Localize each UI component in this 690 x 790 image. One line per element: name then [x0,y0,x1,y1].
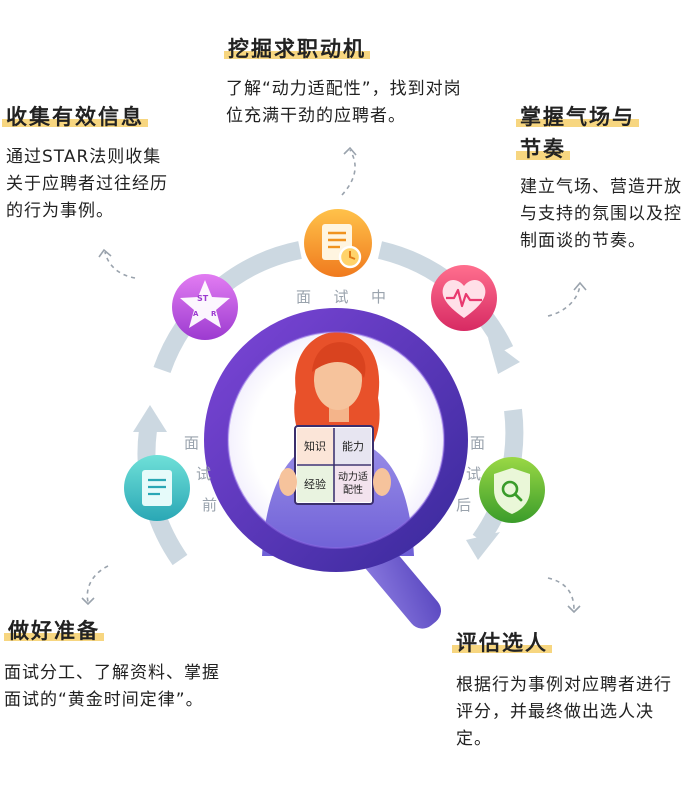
ring-arrowheads [133,338,520,560]
prepare-desc: 面试分工、了解资料、掌握面试的“黄金时间定律”。 [4,663,220,710]
quadrant-card [294,425,374,505]
star-letter-a: A [193,310,199,318]
stage-before-label: 面 试 前 [184,434,218,514]
select-desc: 根据行为事例对应聘者进行评分，并最终做出选人决定。 [456,675,672,749]
arrow-left-up [133,405,167,432]
quadrant-ability: 能力 [342,439,364,453]
motivation-title: 挖掘求职动机 [224,36,370,62]
search-shield-icon [479,457,545,523]
connector-bottom-right [547,577,575,611]
dashed-connectors [86,149,581,611]
prepare-title: 做好准备 [4,618,104,644]
quadrant-knowledge: 知识 [304,439,326,453]
connector-arrowtips [81,146,587,614]
connector-right [547,284,581,317]
rhythm-title: 掌握气场与 节奏 [516,104,639,162]
connector-top [341,149,356,196]
stage-during-label: 面 试 中 [296,288,386,306]
stage-after-label: 面 试 后 [456,434,486,514]
quadrant-experience: 经验 [304,477,326,491]
star-letter-r: R [211,310,217,318]
star-letter-s: ST [197,294,209,303]
arrow-right-top [488,338,520,374]
heart-pulse-icon [431,265,497,331]
star-icon [172,274,238,340]
document-icon [124,455,190,521]
collect-title: 收集有效信息 [2,104,148,130]
quadrant-motivation-fit: 动力适配性 [338,472,368,496]
arrow-bottom-right [466,532,500,560]
hands [279,468,391,496]
rhythm-desc: 建立气场、营造开放与支持的氛围以及控制面谈的节奏。 [520,177,682,251]
connector-left [104,251,136,279]
checklist-clock-icon [304,209,372,277]
collect-desc: 通过STAR法则收集关于应聘者过往经历的行为事例。 [6,147,168,221]
select-title: 评估选人 [452,630,552,656]
motivation-desc: 了解“动力适配性”，找到对岗位充满干劲的应聘者。 [226,79,462,126]
connector-bottom-left [86,565,109,603]
